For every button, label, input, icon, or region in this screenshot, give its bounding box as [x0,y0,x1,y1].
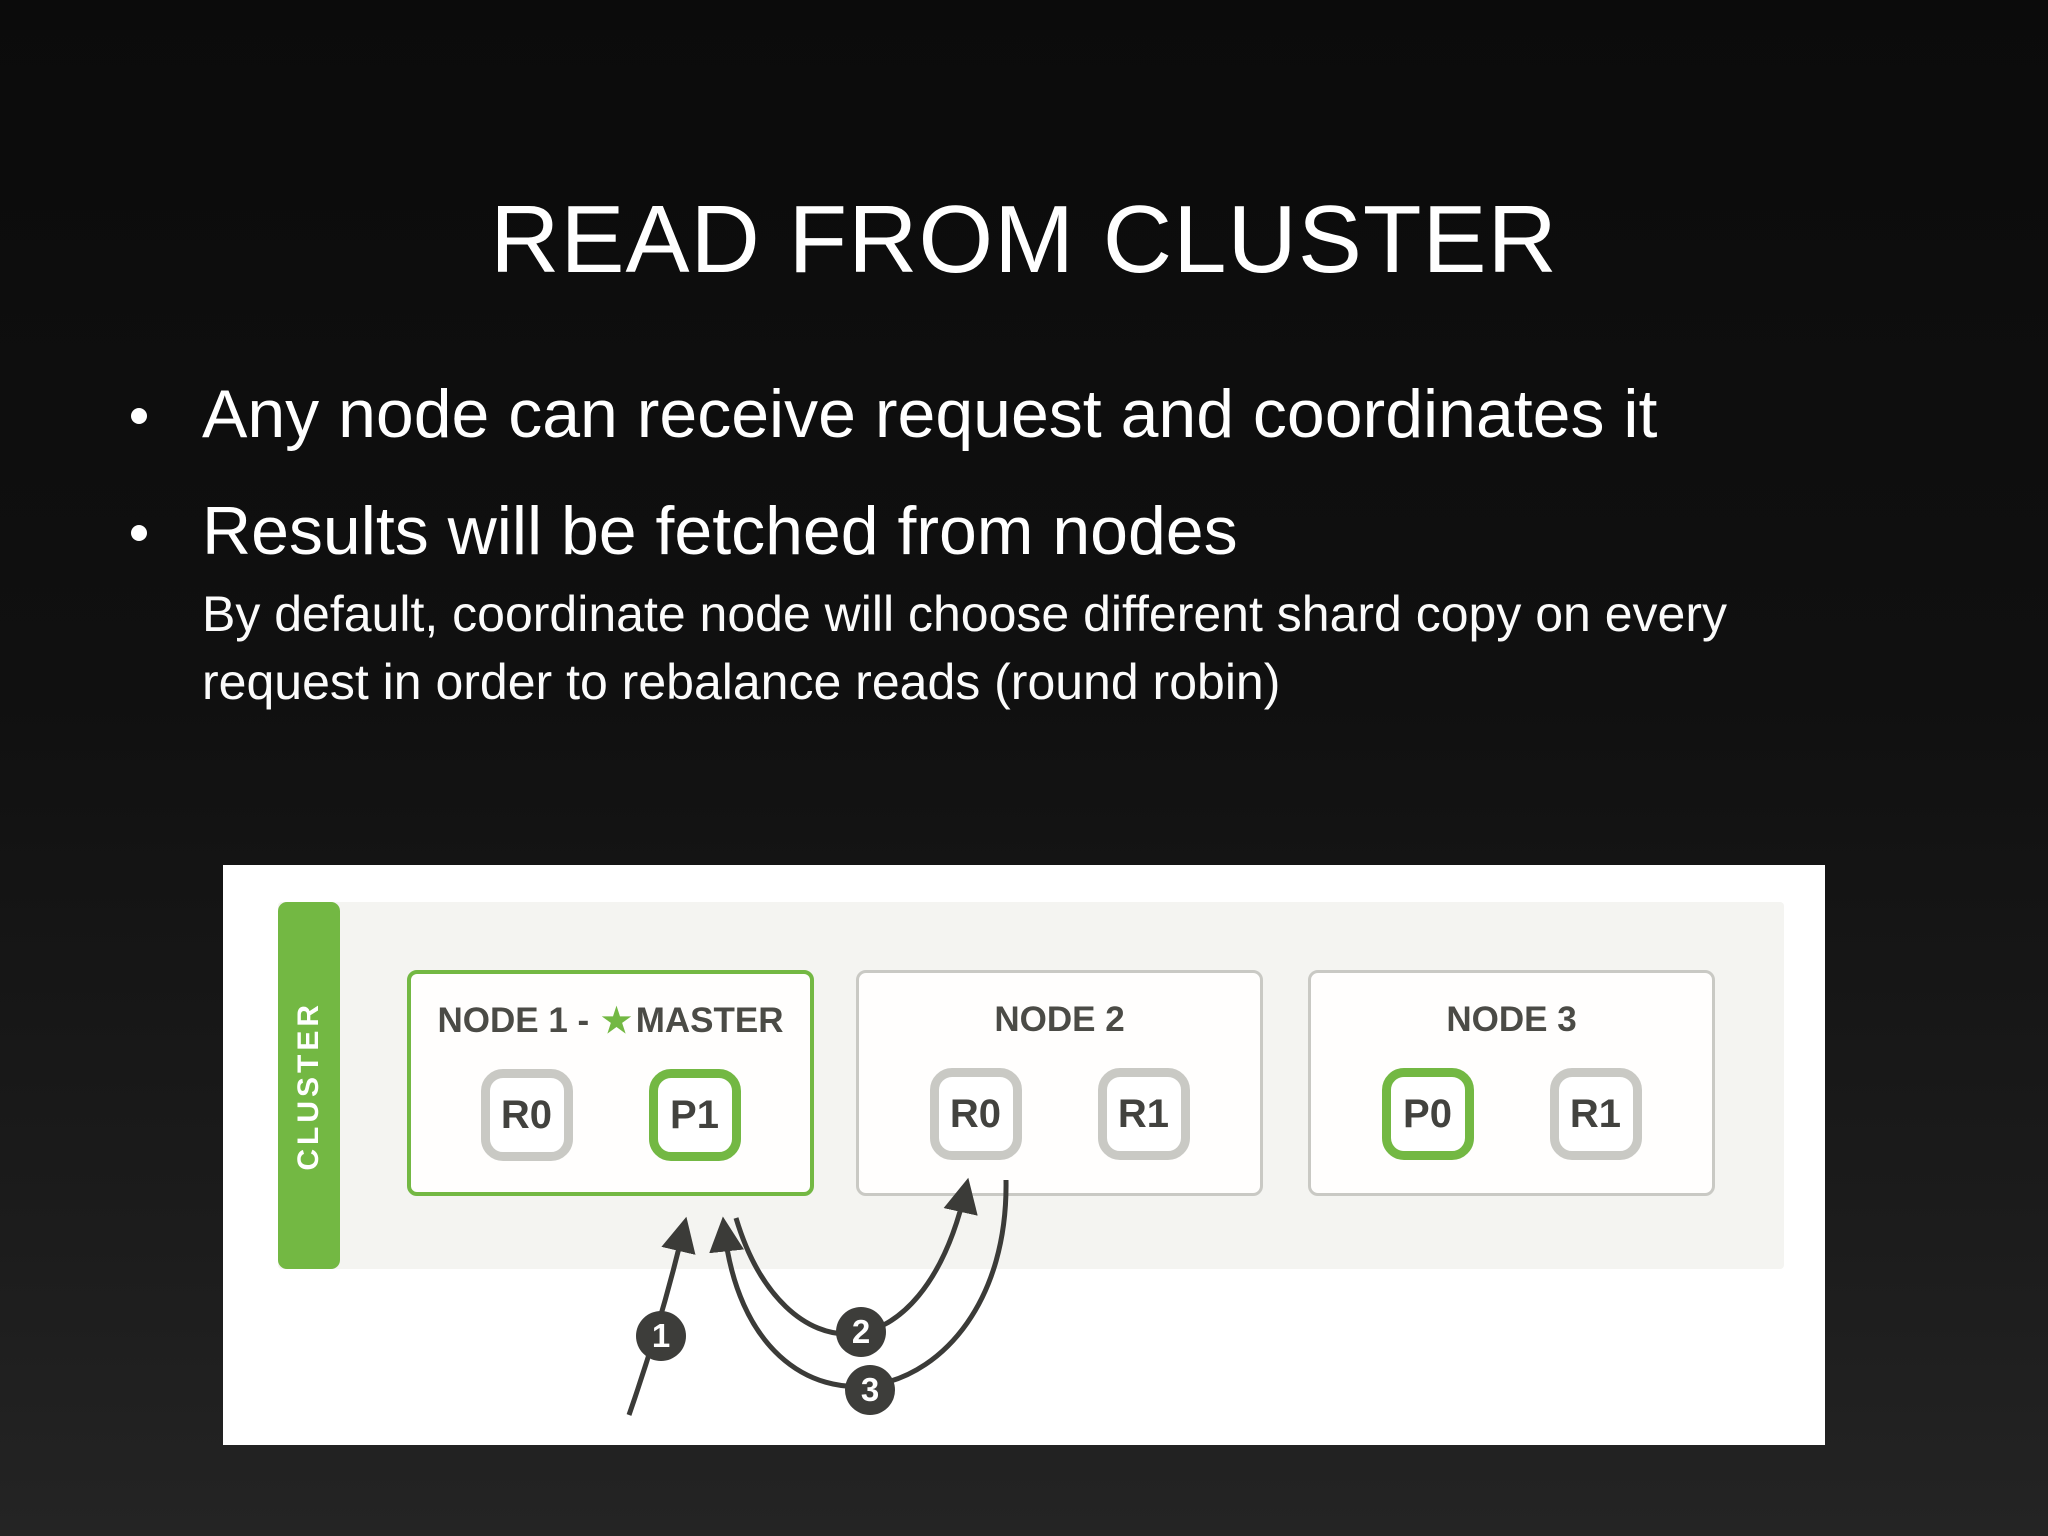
bullet-dot [131,525,147,541]
shard-node1-r0: R0 [480,1069,573,1161]
step-badge-3: 3 [845,1365,895,1415]
master-star-icon: ★ [601,1002,632,1040]
cluster-label-tab: CLUSTER [278,902,340,1269]
node-2-title: NODE 2 [994,1000,1125,1039]
bullet-item-1: Any node can receive request and coordin… [131,372,1931,457]
shard-label: R0 [500,1092,553,1137]
node-2-card: NODE 2 R0 R1 [856,970,1263,1196]
node-3-card: NODE 3 P0 R1 [1308,970,1715,1196]
node-1-card: NODE 1 - ★MASTER R0 P1 [407,970,814,1196]
node-3-title: NODE 3 [1446,1000,1577,1039]
node-1-shards: R0 P1 [411,1069,810,1161]
master-label: MASTER [635,1001,784,1040]
shard-node3-r1: R1 [1549,1068,1642,1160]
node-1-title-text: NODE 1 - [437,1001,590,1040]
step-badge-2: 2 [836,1307,886,1357]
cluster-diagram: CLUSTER NODE 1 - ★MASTER R0 P1 NODE 2 R0 [223,865,1825,1445]
shard-node1-p1: P1 [648,1069,741,1161]
shard-node3-p0: P0 [1381,1068,1474,1160]
step-badge-1: 1 [636,1311,686,1361]
shard-node2-r1: R1 [1097,1068,1190,1160]
node-2-shards: R0 R1 [859,1068,1260,1160]
bullet-list: Any node can receive request and coordin… [131,372,1931,716]
bullet-2-note: By default, coordinate node will choose … [202,586,1727,710]
slide-title: READ FROM CLUSTER [490,186,1558,294]
cluster-label: CLUSTER [292,1000,325,1171]
shard-label: P1 [670,1092,719,1137]
shard-label: P0 [1403,1091,1452,1136]
bullet-dot [131,408,147,424]
shard-label: R1 [1569,1091,1622,1136]
node-1-title: NODE 1 - ★MASTER [411,1000,810,1042]
shard-label: R1 [1117,1091,1170,1136]
shard-label: R0 [949,1091,1002,1136]
bullet-item-2: Results will be fetched from nodes [131,489,1931,574]
node-3-shards: P0 R1 [1311,1068,1712,1160]
shard-node2-r0: R0 [929,1068,1022,1160]
bullet-text-2: Results will be fetched from nodes [202,493,1238,569]
bullet-text-1: Any node can receive request and coordin… [202,376,1658,452]
